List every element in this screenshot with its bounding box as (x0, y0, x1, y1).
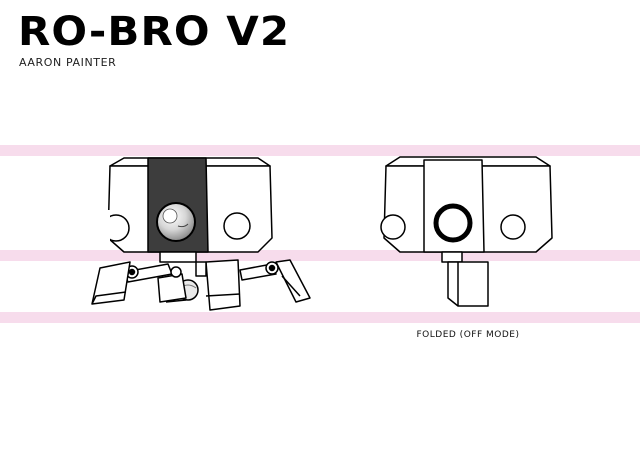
page-title: RO-BRO V2 (18, 9, 291, 55)
folded-legs (447, 261, 489, 307)
folded-eye-icon (433, 203, 473, 243)
guide-band-top (0, 145, 640, 156)
guide-band-middle (0, 250, 640, 261)
robot-folded (380, 156, 553, 307)
neck (159, 251, 197, 263)
folded-right-port-icon (500, 214, 526, 240)
author-name: AARON PAINTER (19, 56, 117, 69)
left-foot (91, 261, 131, 305)
right-inner-foot (205, 259, 241, 311)
right-port-icon (223, 212, 251, 240)
folded-left-port-icon (380, 214, 406, 240)
robot-deployed (91, 157, 311, 311)
folded-caption: FOLDED (OFF MODE) (416, 330, 520, 340)
guide-band-bottom (0, 312, 640, 323)
left-inner-leg (157, 273, 187, 303)
folded-stem (441, 251, 463, 263)
eye-icon (156, 202, 196, 242)
right-foot (275, 259, 311, 303)
